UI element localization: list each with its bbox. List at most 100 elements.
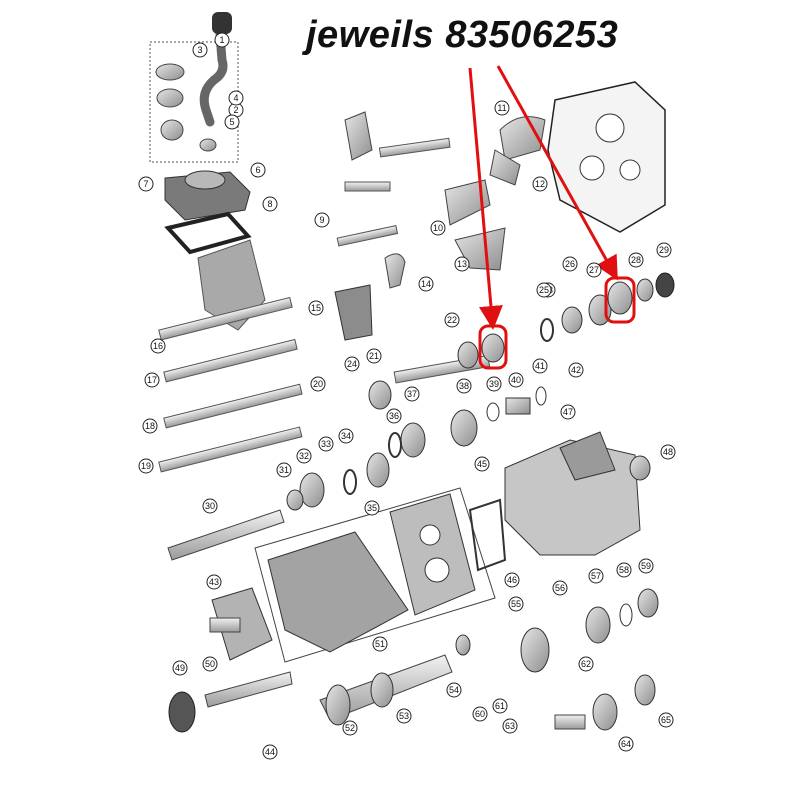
callout-32: 32 bbox=[296, 448, 312, 464]
callout-number: 33 bbox=[321, 439, 331, 449]
callout-bubble bbox=[142, 418, 158, 434]
callout-bubble bbox=[578, 656, 594, 672]
callout-number: 3 bbox=[197, 45, 202, 55]
callout-number: 24 bbox=[347, 359, 357, 369]
callout-1: 1 bbox=[214, 32, 230, 48]
bearing-22 bbox=[457, 341, 479, 369]
callout-number: 54 bbox=[449, 685, 459, 695]
callout-number: 7 bbox=[143, 179, 148, 189]
callout-bubble bbox=[618, 736, 634, 752]
shift-rail-9 bbox=[336, 225, 399, 247]
callout-bubble bbox=[446, 682, 462, 698]
gear-38 bbox=[450, 409, 478, 447]
callout-number: 58 bbox=[619, 565, 629, 575]
callout-number: 15 bbox=[311, 303, 321, 313]
callout-bubble bbox=[386, 408, 402, 424]
callout-41: 41 bbox=[532, 358, 548, 374]
gear-55 bbox=[520, 627, 550, 673]
callout-65: 65 bbox=[658, 712, 674, 728]
callout-number: 34 bbox=[341, 431, 351, 441]
callout-number: 35 bbox=[367, 503, 377, 513]
callout-37: 37 bbox=[404, 386, 420, 402]
gear-64 bbox=[592, 693, 618, 731]
callout-number: 8 bbox=[267, 199, 272, 209]
callout-number: 39 bbox=[489, 379, 499, 389]
shift-tower-top bbox=[184, 170, 226, 190]
callout-52: 52 bbox=[342, 720, 358, 736]
callout-bubble bbox=[250, 162, 266, 178]
callout-number: 64 bbox=[621, 739, 631, 749]
callout-bubble bbox=[616, 562, 632, 578]
highlight-box-right bbox=[604, 276, 636, 324]
callout-layer: 1234567891011121314151617181920212223242… bbox=[138, 32, 676, 760]
callout-number: 41 bbox=[535, 361, 545, 371]
case-end-plate bbox=[389, 493, 476, 616]
callout-bubble bbox=[562, 256, 578, 272]
callout-42: 42 bbox=[568, 362, 584, 378]
callout-bubble bbox=[430, 220, 446, 236]
bearing-65 bbox=[634, 674, 656, 706]
adapter-plate-bore-2 bbox=[579, 155, 605, 181]
bearing-59 bbox=[637, 588, 659, 618]
callout-39: 39 bbox=[486, 376, 502, 392]
callout-13: 13 bbox=[454, 256, 470, 272]
callout-bubble bbox=[192, 42, 208, 58]
callout-number: 62 bbox=[581, 659, 591, 669]
callout-36: 36 bbox=[386, 408, 402, 424]
synchro-35 bbox=[366, 452, 390, 488]
cluster-gear-53-large bbox=[325, 684, 351, 726]
callout-number: 59 bbox=[641, 561, 651, 571]
callout-59: 59 bbox=[638, 558, 654, 574]
callout-bubble bbox=[502, 718, 518, 734]
case-enclosure-outline bbox=[254, 487, 496, 663]
callout-bubble bbox=[656, 242, 672, 258]
callout-number: 65 bbox=[661, 715, 671, 725]
callout-bubble bbox=[508, 596, 524, 612]
shift-knob bbox=[212, 12, 232, 34]
washer-58 bbox=[619, 603, 633, 627]
callout-number: 16 bbox=[153, 341, 163, 351]
main-case-body bbox=[267, 531, 409, 653]
callout-number: 61 bbox=[495, 701, 505, 711]
highlight-markers bbox=[468, 65, 636, 370]
callout-50: 50 bbox=[202, 656, 218, 672]
callout-bubble bbox=[296, 448, 312, 464]
selector-lever bbox=[344, 111, 373, 161]
callout-number: 25 bbox=[539, 285, 549, 295]
callout-bubble bbox=[202, 498, 218, 514]
callout-58: 58 bbox=[616, 562, 632, 578]
shifter-assembly bbox=[149, 12, 266, 331]
callout-number: 44 bbox=[265, 747, 275, 757]
selector-pin bbox=[344, 181, 391, 192]
callout-40: 40 bbox=[508, 372, 524, 388]
washer-39 bbox=[486, 402, 500, 422]
callout-bubble bbox=[532, 358, 548, 374]
callout-bubble bbox=[138, 458, 154, 474]
callout-bubble bbox=[494, 100, 510, 116]
rear-bearing-row bbox=[457, 272, 675, 369]
callout-number: 14 bbox=[421, 279, 431, 289]
callout-bubble bbox=[262, 744, 278, 760]
gear-37 bbox=[400, 422, 426, 458]
callout-number: 4 bbox=[233, 93, 238, 103]
callout-30: 30 bbox=[202, 498, 218, 514]
callout-bubble bbox=[318, 436, 334, 452]
shift-fork-12 bbox=[489, 149, 521, 186]
callout-bubble bbox=[308, 300, 324, 316]
countershaft-50 bbox=[204, 671, 293, 708]
callout-20: 20 bbox=[310, 376, 326, 392]
callout-22: 22 bbox=[444, 312, 460, 328]
case-bore-lower bbox=[424, 557, 450, 583]
callout-bubble bbox=[364, 500, 380, 516]
callout-bubble bbox=[276, 462, 292, 478]
callout-bubble bbox=[372, 636, 388, 652]
callout-number: 45 bbox=[477, 459, 487, 469]
snap-ring-34 bbox=[343, 469, 357, 495]
callout-number: 6 bbox=[255, 165, 260, 175]
callout-53: 53 bbox=[396, 708, 412, 724]
callout-bubble bbox=[396, 708, 412, 724]
callout-31: 31 bbox=[276, 462, 292, 478]
callout-number: 50 bbox=[205, 659, 215, 669]
shift-fork-15 bbox=[334, 284, 373, 341]
